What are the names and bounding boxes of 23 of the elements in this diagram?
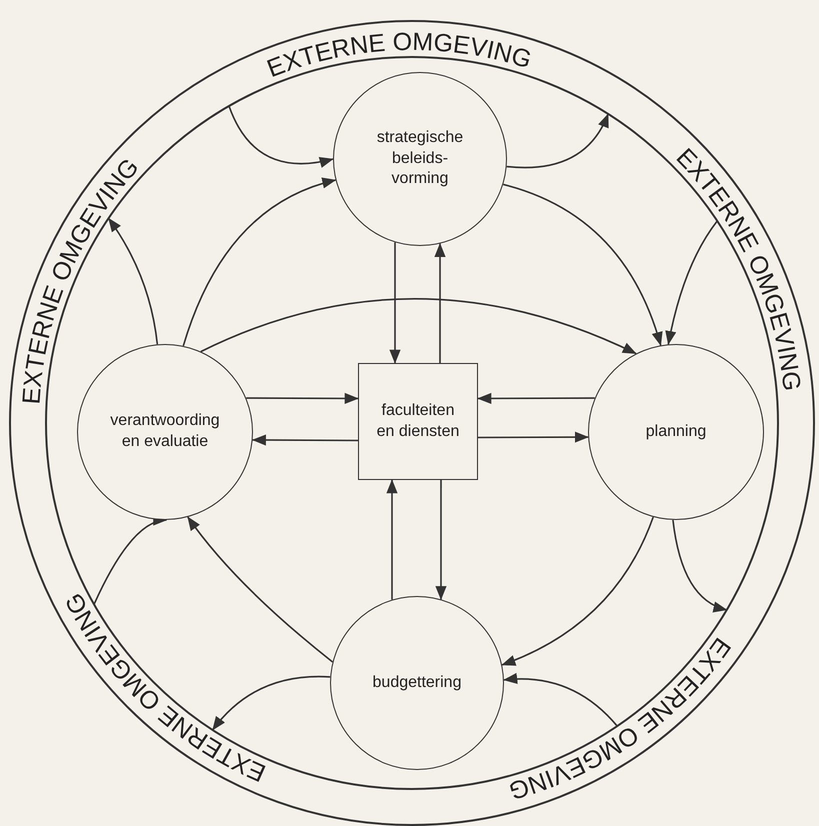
node-label: faculteiten en diensten [376,400,460,442]
arrow [252,434,358,446]
arrow [506,113,609,168]
arrow [477,392,595,404]
arrow [182,178,336,346]
arrow [246,392,359,404]
arrow [501,516,654,666]
arrow [228,106,334,168]
arrow [386,479,398,600]
arrow [389,242,401,364]
arrow [672,520,728,612]
arrow [200,298,637,354]
node-label: verantwoording en evaluatie [109,411,221,452]
arrow [502,184,662,346]
arrow [435,480,447,600]
arrow [434,242,446,363]
arrow [187,516,334,663]
arrow [478,432,589,443]
node-label: strategische beleids- vorming [376,128,464,190]
ring-band [9,20,815,826]
node-label: budgettering [372,672,462,693]
process-box [358,363,478,480]
node-label: planning [644,422,708,442]
